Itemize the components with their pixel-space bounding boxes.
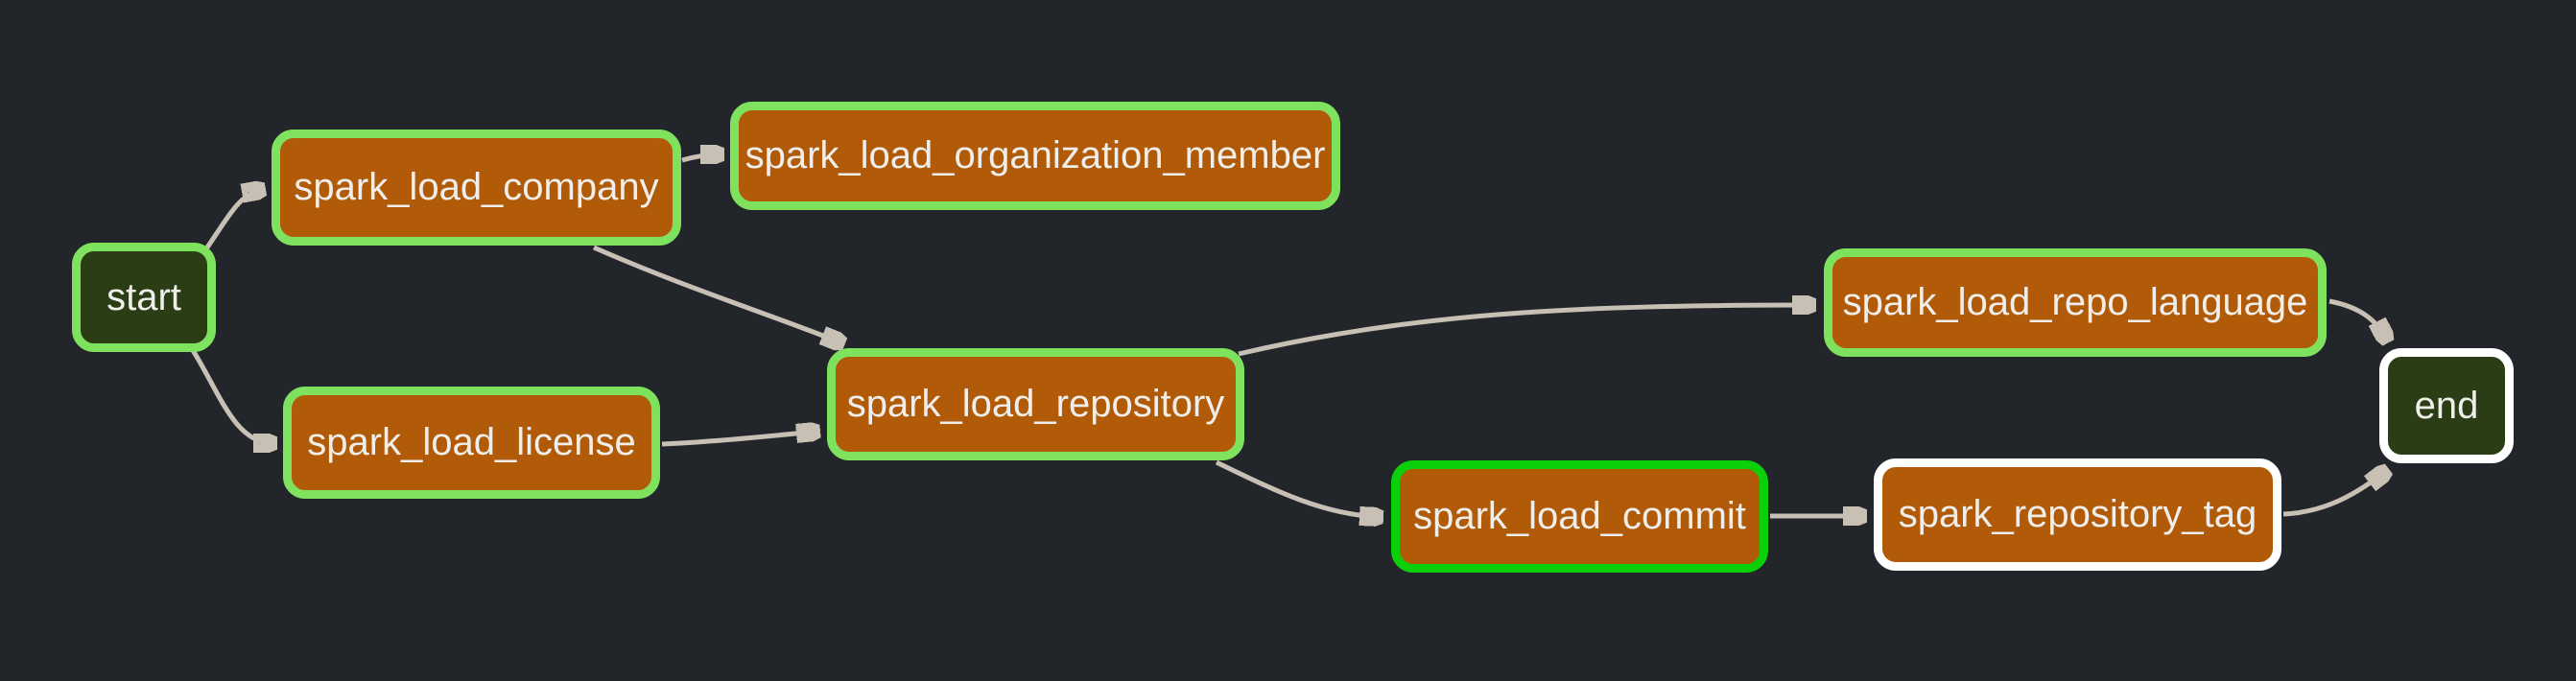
node-spark-load-repository-label: spark_load_repository xyxy=(846,383,1225,425)
edge-repository-to-commit xyxy=(1215,459,1379,517)
node-spark-load-commit[interactable]: spark_load_commit xyxy=(1391,460,1768,573)
node-start[interactable]: start xyxy=(72,243,216,352)
edge-start-to-company xyxy=(202,190,261,252)
edge-repolanguage-to-end xyxy=(2328,298,2386,339)
node-spark-load-license[interactable]: spark_load_license xyxy=(283,387,660,499)
node-spark-load-repo-language[interactable]: spark_load_repo_language xyxy=(1824,248,2327,357)
node-spark-load-repository[interactable]: spark_load_repository xyxy=(827,348,1244,460)
edge-repotag-to-end xyxy=(2282,472,2385,517)
node-spark-load-commit-label: spark_load_commit xyxy=(1413,495,1746,537)
node-start-label: start xyxy=(106,275,181,318)
node-spark-load-company-label: spark_load_company xyxy=(294,166,659,208)
edge-start-to-license xyxy=(188,345,272,443)
node-spark-repository-tag-label: spark_repository_tag xyxy=(1898,493,2257,535)
node-end-label: end xyxy=(2414,384,2479,427)
node-spark-load-company[interactable]: spark_load_company xyxy=(272,129,681,246)
node-spark-load-organization-member-label: spark_load_organization_member xyxy=(744,134,1326,176)
node-spark-repository-tag[interactable]: spark_repository_tag xyxy=(1874,458,2281,571)
node-end[interactable]: end xyxy=(2379,348,2514,463)
node-spark-load-license-label: spark_load_license xyxy=(307,421,636,463)
node-spark-load-organization-member[interactable]: spark_load_organization_member xyxy=(730,102,1340,210)
edge-company-to-repository xyxy=(592,245,840,342)
edge-license-to-repository xyxy=(661,432,815,447)
edge-repository-to-repolanguage xyxy=(1238,305,1811,357)
node-spark-load-repo-language-label: spark_load_repo_language xyxy=(1842,281,2308,323)
edge-company-to-orgmember xyxy=(681,154,720,160)
